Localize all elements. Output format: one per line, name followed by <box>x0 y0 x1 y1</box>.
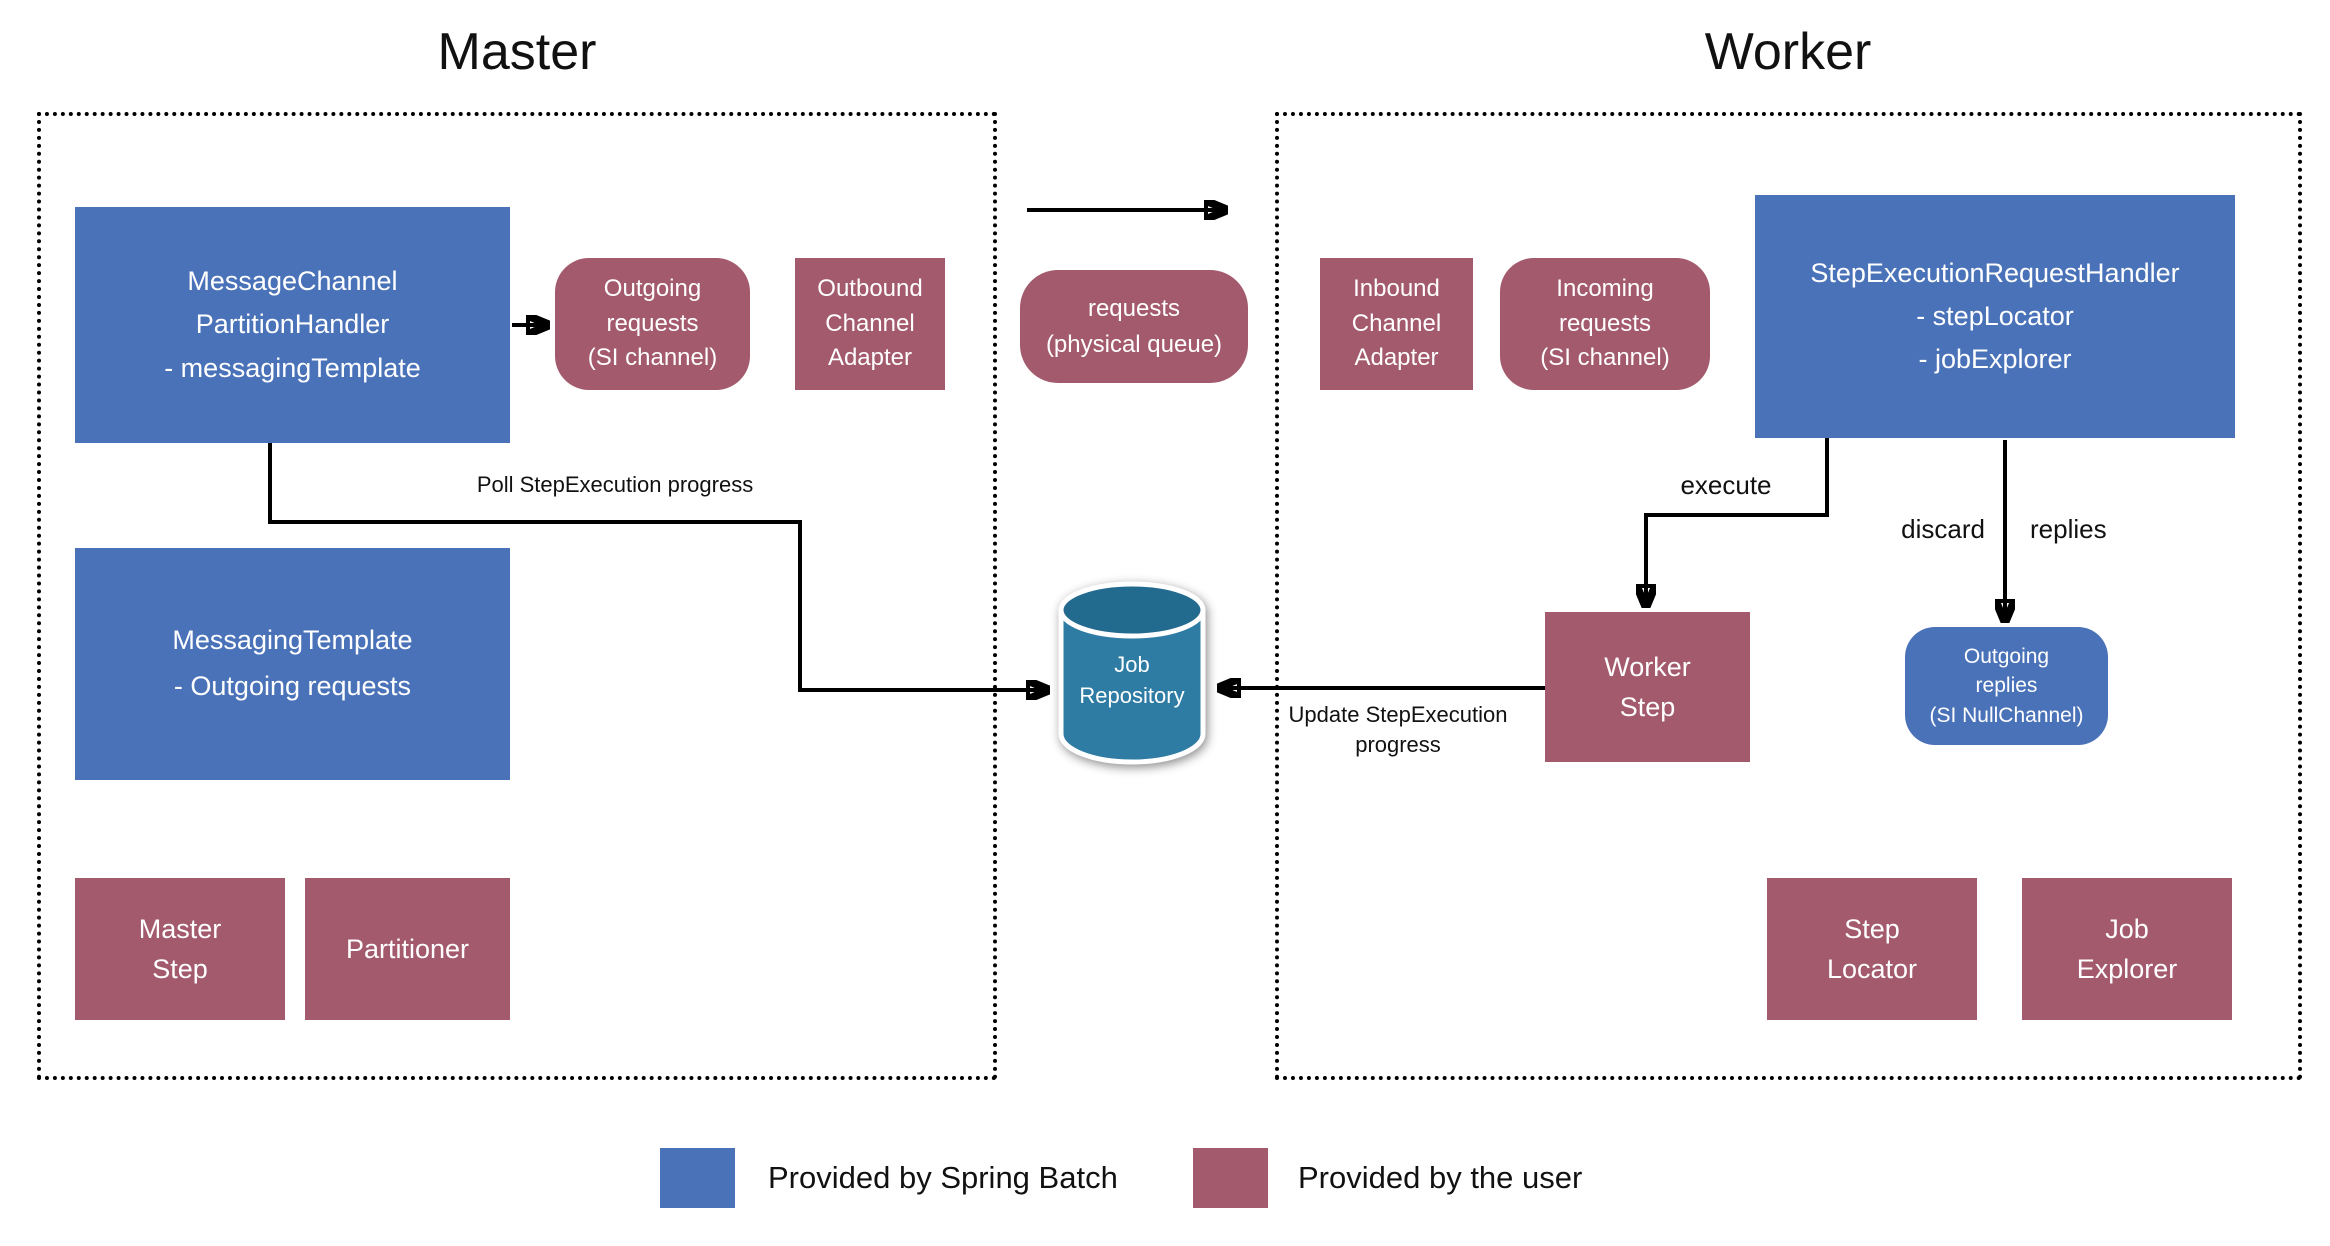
worker-title: Worker <box>1704 23 1872 81</box>
incoming-requests-channel-box: Incoming requests (SI channel) <box>1500 258 1710 390</box>
job-repository-label: Job Repository <box>1079 652 1185 708</box>
job-repository-body <box>1058 607 1206 765</box>
legend-user-swatch <box>1193 1148 1268 1208</box>
requests-physical-queue-box: requests (physical queue) <box>1020 270 1248 383</box>
outbound-channel-adapter-box: Outbound Channel Adapter <box>795 258 945 390</box>
worker-region-border <box>1275 112 2302 1080</box>
replies-label: replies <box>2030 514 2107 544</box>
legend-spring-batch-label: Provided by Spring Batch <box>768 1160 1118 1195</box>
message-channel-partition-handler-box: MessageChannel PartitionHandler - messag… <box>75 207 510 443</box>
step-execution-request-handler-box: StepExecutionRequestHandler - stepLocato… <box>1755 195 2235 438</box>
inbound-channel-adapter-box: Inbound Channel Adapter <box>1320 258 1473 390</box>
legend-user-label: Provided by the user <box>1298 1160 1583 1195</box>
poll-stepexecution-progress-label: Poll StepExecution progress <box>476 472 754 497</box>
worker-step-box: Worker Step <box>1545 612 1750 762</box>
step-locator-box: Step Locator <box>1767 878 1977 1020</box>
master-title: Master <box>437 23 597 81</box>
job-explorer-box: Job Explorer <box>2022 878 2232 1020</box>
master-step-box: Master Step <box>75 878 285 1020</box>
execute-label: execute <box>1680 470 1772 500</box>
update-stepexecution-progress-label: Update StepExecution progress <box>1288 702 1508 757</box>
job-repository-cylinder: Job Repository <box>1057 578 1207 768</box>
discard-label: discard <box>1901 514 1985 544</box>
outgoing-replies-nullchannel-box: Outgoing replies (SI NullChannel) <box>1905 627 2108 745</box>
partitioner-box: Partitioner <box>305 878 510 1020</box>
job-repository-top <box>1058 581 1206 639</box>
legend: Provided by Spring Batch Provided by the… <box>0 1140 2330 1220</box>
outgoing-requests-channel-box: Outgoing requests (SI channel) <box>555 258 750 390</box>
legend-spring-batch-swatch <box>660 1148 735 1208</box>
messaging-template-box: MessagingTemplate - Outgoing requests <box>75 548 510 780</box>
